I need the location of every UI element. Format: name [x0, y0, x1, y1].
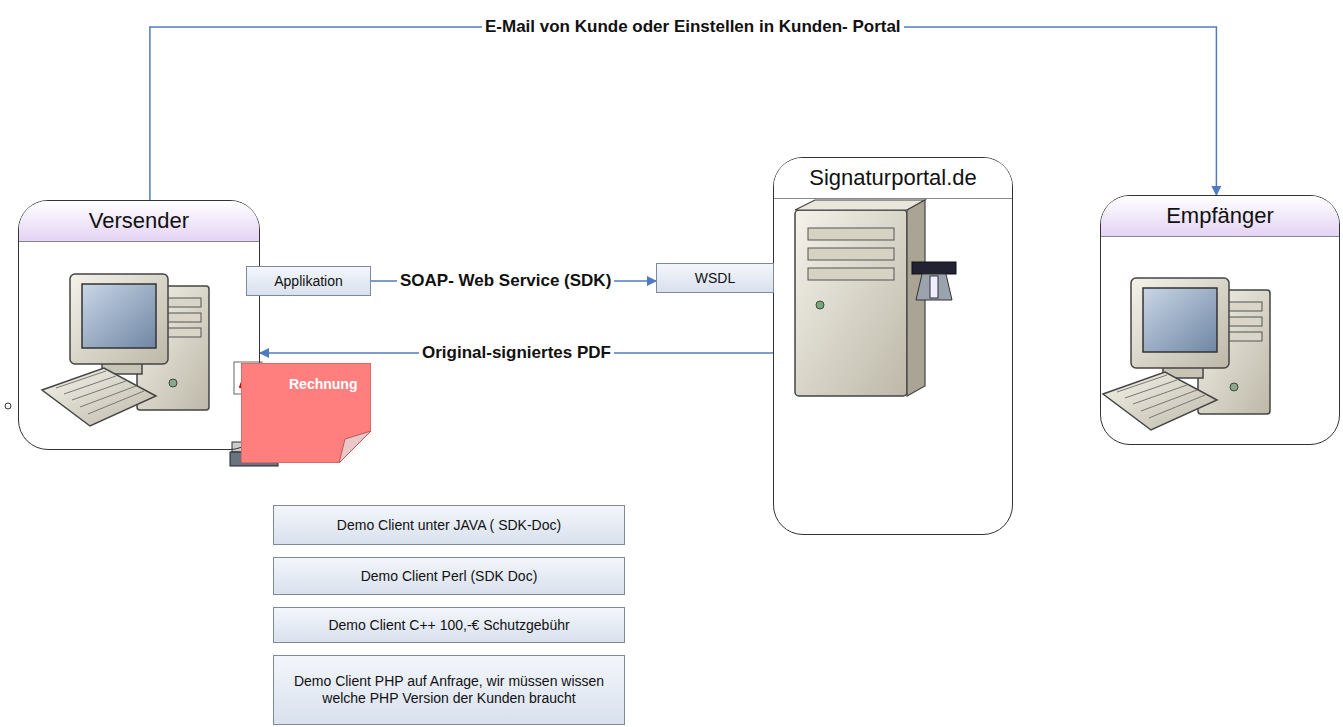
panel-heading: Versender	[19, 201, 259, 242]
document-outline	[241, 363, 371, 463]
sender-panel: VersenderApplikationRechnung	[18, 200, 260, 450]
box-label: Demo Client PHP auf Anfrage, wir müssen …	[282, 673, 616, 707]
edge-label: E-Mail von Kunde oder Einstellen in Kund…	[482, 17, 904, 37]
client-box: Demo Client PHP auf Anfrage, wir müssen …	[273, 655, 625, 725]
client-box: Demo Client Perl (SDK Doc)	[273, 557, 625, 595]
box-label: Demo Client unter JAVA ( SDK-Doc)	[337, 517, 561, 534]
document-fold	[339, 431, 371, 463]
connector	[150, 27, 1217, 200]
receiver-panel: Empfänger	[1100, 195, 1340, 445]
wsdl-box: WSDL	[656, 263, 774, 293]
box-label: Demo Client C++ 100,-€ Schutzgebühr	[328, 617, 569, 634]
invoice-document: Rechnung	[241, 363, 371, 463]
application-box: Applikation	[246, 266, 371, 296]
client-box: Demo Client C++ 100,-€ Schutzgebühr	[273, 607, 625, 643]
panel-heading: Signaturportal.de	[774, 158, 1012, 199]
box-label: Rechnung	[289, 376, 357, 392]
box-label: Demo Client Perl (SDK Doc)	[361, 568, 538, 585]
client-box: Demo Client unter JAVA ( SDK-Doc)	[273, 505, 625, 545]
edge-label: Original-signiertes PDF	[419, 343, 614, 363]
server-panel: Signaturportal.deWSDL	[773, 157, 1013, 535]
panel-heading: Empfänger	[1101, 196, 1339, 237]
box-label: WSDL	[695, 270, 735, 287]
edge-label: SOAP- Web Service (SDK)	[397, 271, 614, 291]
box-label: Applikation	[274, 273, 343, 290]
